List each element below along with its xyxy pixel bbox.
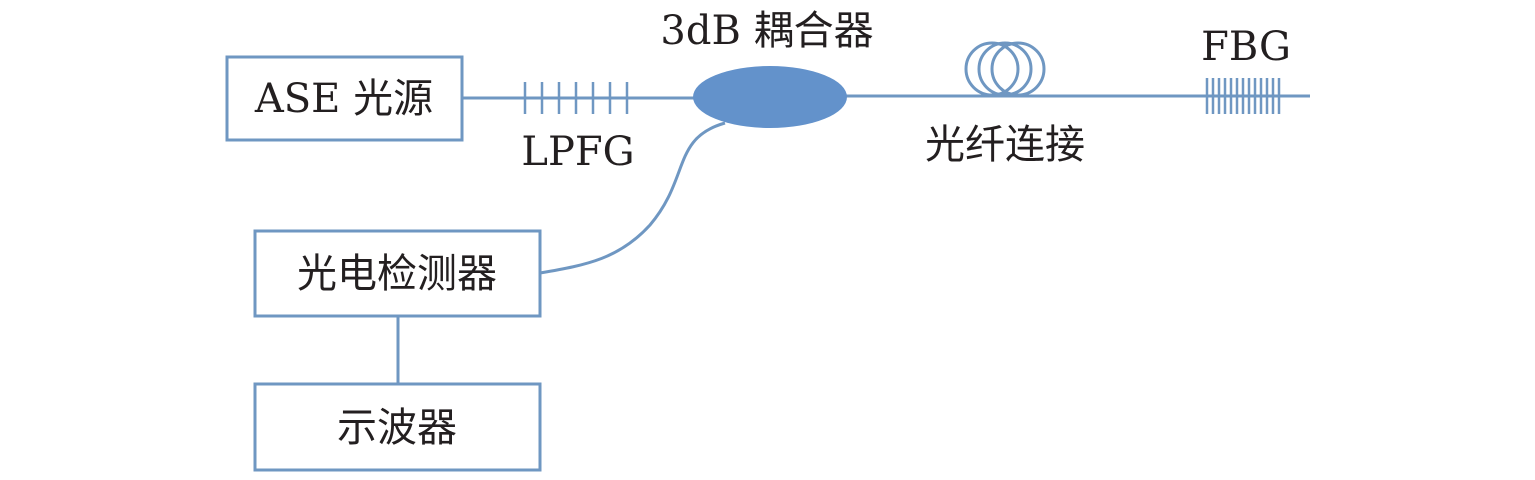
fbg-label: FBG (1201, 24, 1291, 70)
photodetector-label: 光电检测器 (297, 251, 497, 297)
fiber-coil-icon (964, 41, 1046, 97)
oscilloscope-label: 示波器 (337, 405, 457, 451)
coupler-ellipse (693, 66, 847, 128)
ase-source-label: ASE 光源 (254, 76, 433, 122)
lpfg-grating (523, 82, 629, 114)
fiber-coupler-to-photodetector (539, 121, 726, 275)
fiber-connection-label: 光纤连接 (925, 122, 1085, 168)
coil-loop (977, 41, 1033, 97)
oscilloscope-box (253, 382, 542, 472)
ase-source-box (225, 55, 464, 142)
coupler-label: 3dB 耦合器 (660, 8, 873, 54)
fbg-grating (1205, 78, 1281, 114)
coil-loop (964, 41, 1020, 97)
lpfg-label: LPFG (521, 129, 634, 175)
coil-loop (990, 41, 1046, 97)
photodetector-box (253, 229, 542, 318)
